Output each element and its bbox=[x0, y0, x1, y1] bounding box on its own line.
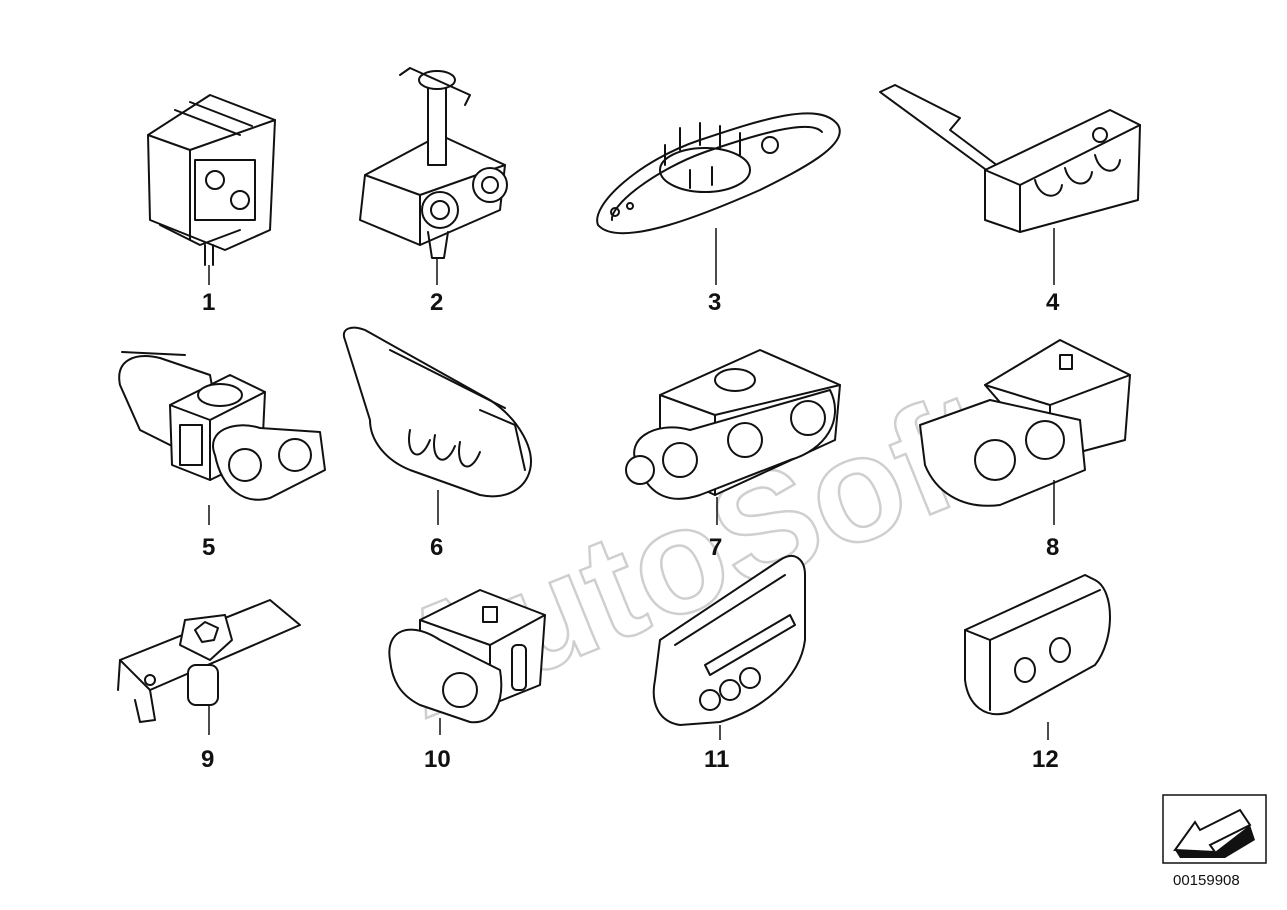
part-2-label: 2 bbox=[430, 289, 443, 316]
part-12-label: 12 bbox=[1032, 746, 1059, 773]
part-4-label: 4 bbox=[1046, 289, 1060, 316]
part-10-drawing bbox=[388, 589, 546, 735]
part-3-drawing bbox=[596, 112, 841, 285]
part-8-drawing bbox=[919, 339, 1131, 525]
part-3-label: 3 bbox=[708, 289, 721, 316]
part-11-drawing bbox=[652, 555, 806, 740]
part-7-drawing bbox=[625, 349, 841, 525]
part-1-drawing bbox=[147, 94, 276, 285]
part-8-label: 8 bbox=[1046, 534, 1059, 561]
part-9-drawing bbox=[117, 599, 301, 735]
part-4-drawing bbox=[879, 84, 1141, 285]
part-6-label: 6 bbox=[430, 534, 443, 561]
part-1-label: 1 bbox=[202, 289, 215, 316]
part-10-label: 10 bbox=[424, 746, 451, 773]
arrow-icon bbox=[1173, 808, 1252, 854]
reference-number: 00159908 bbox=[1173, 872, 1240, 889]
part-9-label: 9 bbox=[201, 746, 214, 773]
part-6-drawing bbox=[342, 326, 532, 525]
part-7-label: 7 bbox=[709, 534, 722, 561]
part-5-label: 5 bbox=[202, 534, 215, 561]
part-12-drawing bbox=[964, 574, 1111, 740]
part-2-drawing bbox=[359, 67, 508, 285]
reference-box bbox=[1162, 794, 1267, 864]
part-5-drawing bbox=[118, 351, 326, 525]
part-11-label: 11 bbox=[704, 746, 729, 773]
